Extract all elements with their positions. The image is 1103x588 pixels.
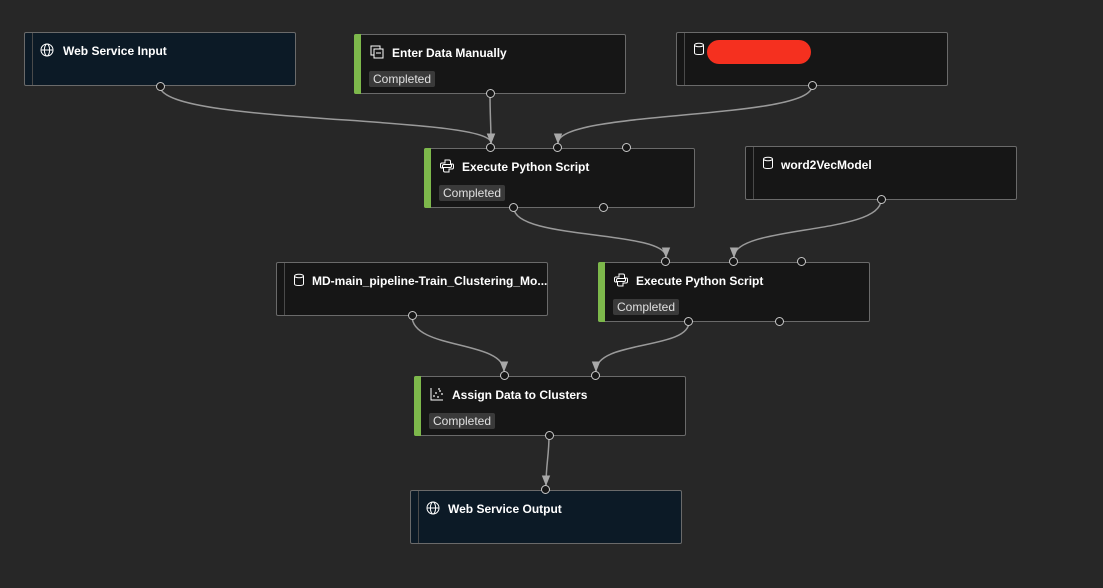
dataset-icon bbox=[763, 156, 773, 169]
input-port[interactable] bbox=[797, 257, 806, 266]
node-title: MD-main_pipeline-Train_Clustering_Mo... bbox=[312, 274, 548, 288]
node-title: Web Service Input bbox=[63, 44, 167, 58]
status-badge: Completed bbox=[613, 299, 680, 315]
node-left-divider bbox=[753, 147, 754, 199]
output-port[interactable] bbox=[545, 431, 554, 440]
edge-webinput-to-script1 bbox=[159, 85, 496, 145]
node-left-divider bbox=[32, 33, 33, 85]
dataset-icon bbox=[694, 42, 704, 55]
status-badge: Completed bbox=[369, 71, 436, 87]
output-port[interactable] bbox=[684, 317, 693, 326]
input-port[interactable] bbox=[541, 485, 550, 494]
edge-dataset-to-script1 bbox=[553, 85, 813, 145]
node-enter-data-manually[interactable]: Enter Data Manually Completed bbox=[354, 34, 626, 94]
output-port[interactable] bbox=[599, 203, 608, 212]
input-port[interactable] bbox=[729, 257, 738, 266]
node-left-divider bbox=[284, 263, 285, 315]
node-web-service-input[interactable]: Web Service Input bbox=[24, 32, 296, 86]
edge-mdmain-to-assign bbox=[411, 315, 509, 373]
enter-data-icon bbox=[370, 45, 384, 59]
node-assign-data-to-clusters[interactable]: Assign Data to Clusters Completed bbox=[414, 376, 686, 436]
node-title: Enter Data Manually bbox=[392, 46, 507, 60]
status-badge: Completed bbox=[429, 413, 496, 429]
node-title: word2VecModel bbox=[781, 158, 872, 172]
node-title: Web Service Output bbox=[448, 502, 562, 516]
status-bar-completed bbox=[414, 376, 421, 436]
output-port[interactable] bbox=[408, 311, 417, 320]
dataset-icon bbox=[294, 273, 304, 286]
status-bar-completed bbox=[354, 34, 361, 94]
status-bar-completed bbox=[598, 262, 605, 322]
node-left-divider bbox=[684, 33, 685, 85]
edge-enterdata-to-script1 bbox=[486, 93, 496, 145]
node-word2vec-model[interactable]: word2VecModel bbox=[745, 146, 1017, 200]
output-port[interactable] bbox=[509, 203, 518, 212]
status-badge: Completed bbox=[439, 185, 506, 201]
node-web-service-output[interactable]: Web Service Output bbox=[410, 490, 682, 544]
python-icon bbox=[440, 159, 454, 173]
node-md-main-pipeline[interactable]: MD-main_pipeline-Train_Clustering_Mo... bbox=[276, 262, 548, 316]
edge-assign-to-weboutput bbox=[541, 435, 551, 487]
redaction-mark bbox=[707, 40, 811, 64]
input-port[interactable] bbox=[486, 143, 495, 152]
edge-script1-to-script2 bbox=[513, 207, 671, 259]
output-port[interactable] bbox=[486, 89, 495, 98]
node-redacted-dataset[interactable] bbox=[676, 32, 948, 86]
status-bar-completed bbox=[424, 148, 431, 208]
input-port[interactable] bbox=[500, 371, 509, 380]
output-port[interactable] bbox=[156, 82, 165, 91]
globe-icon bbox=[40, 43, 54, 57]
output-port[interactable] bbox=[877, 195, 886, 204]
node-execute-python-script[interactable]: Execute Python Script Completed bbox=[598, 262, 870, 322]
node-title: Assign Data to Clusters bbox=[452, 388, 588, 402]
output-port[interactable] bbox=[775, 317, 784, 326]
node-execute-python-script[interactable]: Execute Python Script Completed bbox=[424, 148, 695, 208]
edge-word2vec-to-script2 bbox=[729, 199, 882, 259]
edge-script2-to-assign bbox=[591, 321, 690, 373]
output-port[interactable] bbox=[808, 81, 817, 90]
input-port[interactable] bbox=[591, 371, 600, 380]
node-left-divider bbox=[418, 491, 419, 543]
input-port[interactable] bbox=[553, 143, 562, 152]
input-port[interactable] bbox=[622, 143, 631, 152]
scatter-chart-icon bbox=[430, 388, 443, 401]
input-port[interactable] bbox=[661, 257, 670, 266]
python-icon bbox=[614, 273, 628, 287]
node-title: Execute Python Script bbox=[636, 274, 764, 288]
globe-icon bbox=[426, 501, 440, 515]
node-title: Execute Python Script bbox=[462, 160, 590, 174]
